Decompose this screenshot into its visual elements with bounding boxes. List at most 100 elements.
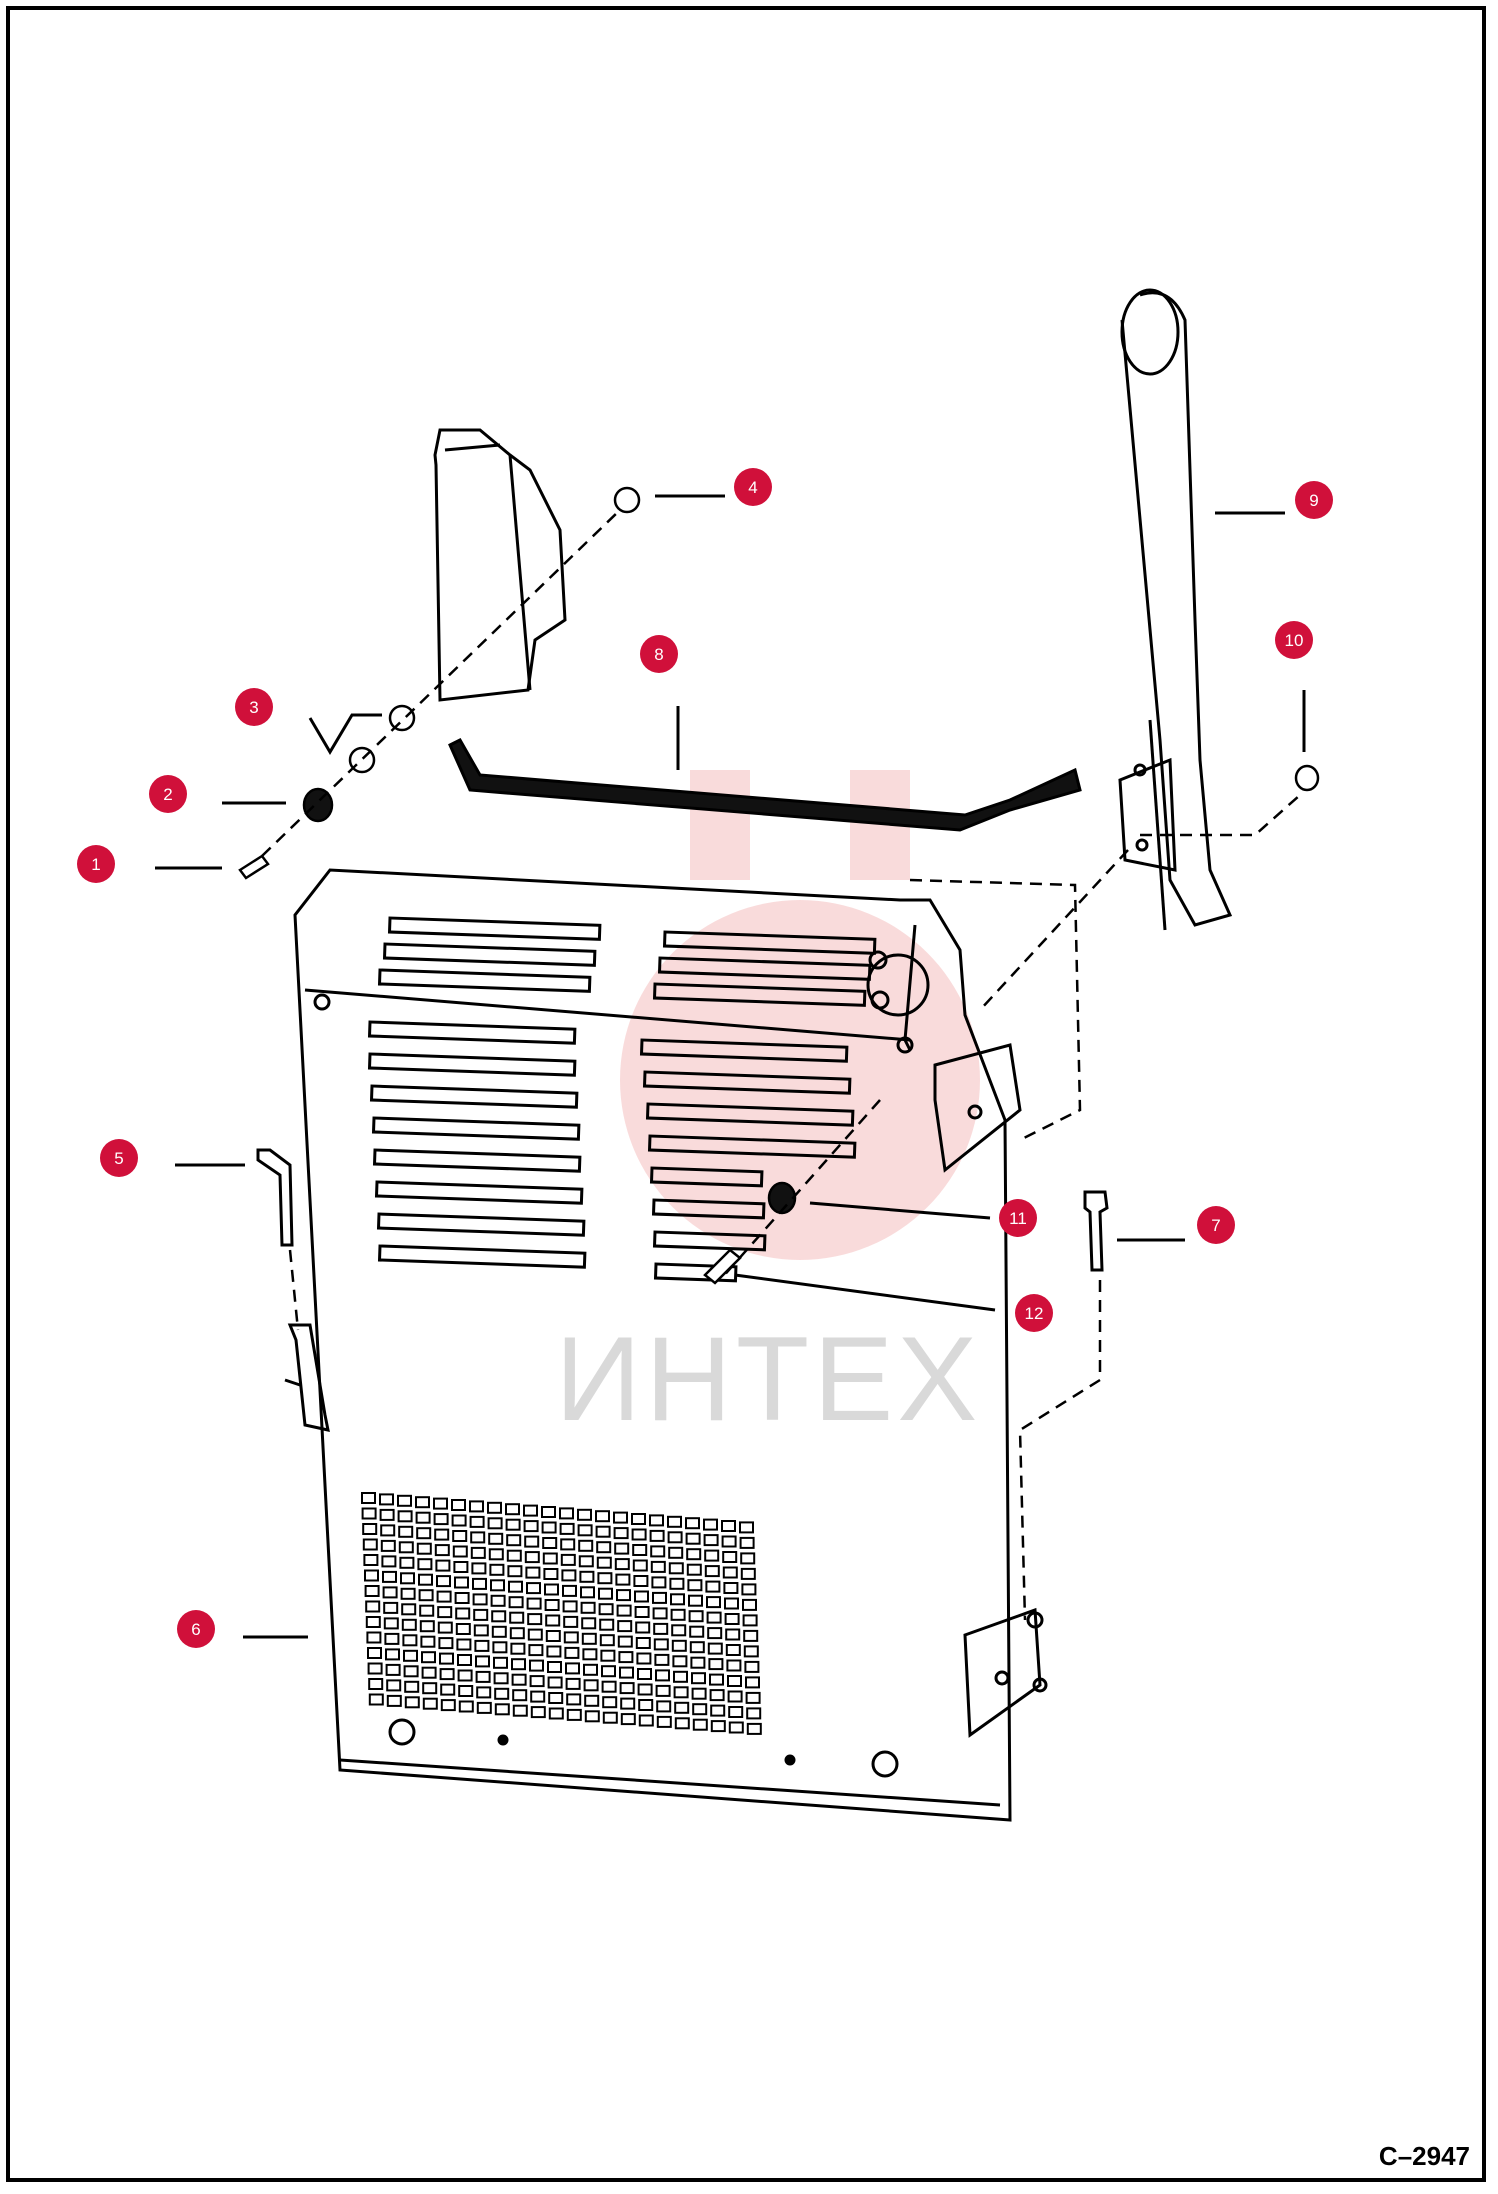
perforation-hole bbox=[686, 1563, 702, 1576]
perforation-hole bbox=[632, 1544, 648, 1556]
louvers-upper bbox=[367, 916, 877, 1283]
perforation-hole bbox=[724, 1597, 739, 1610]
callout-7[interactable]: 7 bbox=[1197, 1206, 1235, 1244]
callout-2[interactable]: 2 bbox=[149, 775, 187, 813]
perforation-hole bbox=[386, 1694, 402, 1707]
perforation-hole bbox=[620, 1697, 636, 1710]
callout-10[interactable]: 10 bbox=[1275, 621, 1313, 659]
callout-9-marker bbox=[1295, 481, 1333, 519]
perforation-hole bbox=[670, 1608, 686, 1621]
callout-9[interactable]: 9 bbox=[1295, 481, 1333, 519]
perforation-hole bbox=[710, 1720, 726, 1733]
perforation-hole bbox=[656, 1715, 672, 1728]
callout-7-label: 7 bbox=[1211, 1216, 1220, 1235]
perforation-hole bbox=[690, 1656, 706, 1669]
perforation-hole bbox=[458, 1700, 474, 1713]
perforation-hole bbox=[583, 1679, 599, 1692]
callout-2-label: 2 bbox=[163, 785, 172, 804]
callout-12[interactable]: 12 bbox=[1015, 1294, 1053, 1332]
perforation-hole bbox=[565, 1662, 580, 1675]
perforation-hole bbox=[689, 1625, 705, 1638]
perforation-hole bbox=[527, 1628, 543, 1641]
perforation-hole bbox=[746, 1707, 762, 1720]
perforation-hole bbox=[488, 1548, 504, 1561]
perforation-hole bbox=[742, 1614, 758, 1627]
perforation-hole bbox=[473, 1608, 489, 1621]
perforation-hole bbox=[565, 1677, 581, 1690]
watermark-text: ИНТЕХ bbox=[555, 1312, 982, 1446]
perforation-hole bbox=[397, 1510, 413, 1523]
perforation-hole bbox=[668, 1546, 684, 1559]
perforation-hole bbox=[416, 1542, 432, 1555]
perforation-hole bbox=[741, 1583, 757, 1596]
perforation-hole bbox=[380, 1524, 396, 1537]
perforation-hole bbox=[523, 1504, 538, 1517]
mounting-bracket bbox=[433, 428, 567, 702]
perforation-hole bbox=[507, 1565, 523, 1578]
perforation-hole bbox=[692, 1703, 708, 1716]
perforation-hole bbox=[616, 1604, 632, 1617]
perforation-hole bbox=[545, 1614, 561, 1627]
callout-6[interactable]: 6 bbox=[177, 1610, 215, 1648]
perforation-hole bbox=[418, 1589, 434, 1602]
perforation-hole bbox=[685, 1532, 701, 1545]
perforation-hole bbox=[728, 1721, 744, 1734]
callout-6-label: 6 bbox=[191, 1620, 200, 1639]
perforation-hole bbox=[709, 1689, 725, 1702]
callout-3[interactable]: 3 bbox=[235, 688, 273, 726]
perforation-hole bbox=[505, 1518, 521, 1531]
perforation-hole bbox=[548, 1707, 564, 1720]
perforation-hole bbox=[600, 1649, 616, 1662]
perforation-hole bbox=[637, 1683, 653, 1696]
perforation-hole bbox=[433, 1513, 449, 1526]
perforation-hole bbox=[505, 1503, 520, 1516]
perforation-hole bbox=[368, 1693, 384, 1706]
perforation-hole bbox=[721, 1520, 736, 1532]
perforation-hole bbox=[580, 1586, 595, 1599]
perforation-hole bbox=[362, 1523, 378, 1535]
perforation-hole bbox=[438, 1637, 454, 1650]
callout-2-marker bbox=[149, 775, 187, 813]
perforation-hole bbox=[476, 1686, 492, 1699]
perforation-hole bbox=[493, 1672, 509, 1685]
callout-11[interactable]: 11 bbox=[999, 1199, 1037, 1237]
perforation-hole bbox=[709, 1673, 724, 1686]
perforation-hole bbox=[542, 1537, 558, 1549]
perforation-hole bbox=[649, 1514, 664, 1527]
perforation-hole bbox=[454, 1592, 470, 1604]
callout-1[interactable]: 1 bbox=[77, 845, 115, 883]
perforation-hole bbox=[542, 1552, 558, 1565]
callout-4-marker bbox=[734, 468, 772, 506]
perforation-hole bbox=[403, 1665, 419, 1678]
perforation-hole bbox=[581, 1632, 597, 1645]
perforation-hole bbox=[362, 1538, 378, 1551]
perforation-hole bbox=[400, 1587, 416, 1600]
perforation-hole bbox=[617, 1620, 633, 1633]
perforation-hole bbox=[703, 1518, 718, 1531]
perforation-hole bbox=[599, 1618, 615, 1631]
perforation-hole bbox=[439, 1668, 455, 1681]
perforation-hole bbox=[656, 1700, 672, 1713]
perforation-hole bbox=[672, 1655, 688, 1668]
perforation-hole bbox=[581, 1617, 597, 1630]
perforation-hole bbox=[655, 1684, 671, 1697]
seal-strip bbox=[448, 738, 1082, 832]
perforation-hole bbox=[365, 1616, 381, 1628]
callout-4[interactable]: 4 bbox=[734, 468, 772, 506]
perforation-hole bbox=[745, 1676, 760, 1689]
panel-holes bbox=[388, 1718, 899, 1778]
perforation-hole bbox=[602, 1711, 618, 1724]
perforation-hole bbox=[544, 1599, 560, 1611]
perforation-hole bbox=[739, 1521, 754, 1534]
perforation-hole bbox=[631, 1528, 647, 1541]
callout-8[interactable]: 8 bbox=[640, 635, 678, 673]
perforation-hole bbox=[476, 1701, 492, 1714]
perforation-hole bbox=[530, 1690, 546, 1703]
perforation-hole bbox=[494, 1687, 510, 1700]
perforation-hole bbox=[434, 1544, 450, 1557]
perforation-hole bbox=[511, 1658, 526, 1671]
callout-5[interactable]: 5 bbox=[100, 1139, 138, 1177]
callout-11-marker bbox=[999, 1199, 1037, 1237]
perforation-hole bbox=[687, 1579, 703, 1592]
